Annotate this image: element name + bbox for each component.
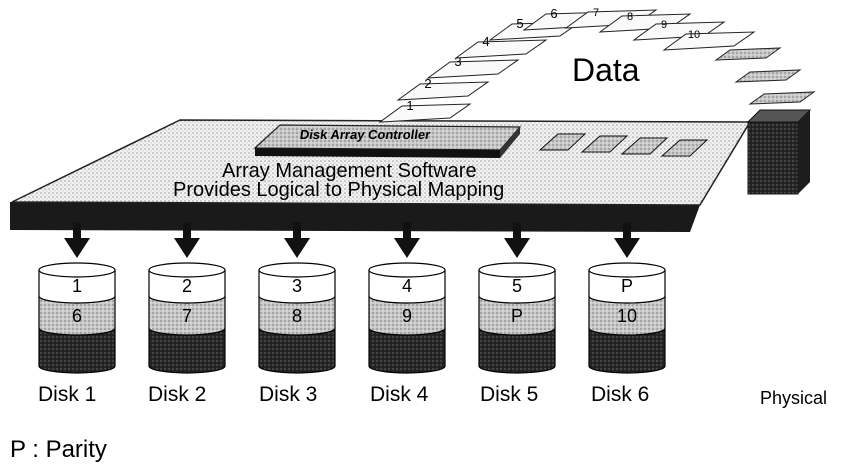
disk-1-mid-block: 6 — [72, 306, 82, 326]
data-block-number: 3 — [454, 54, 461, 69]
data-block-10: 10 — [662, 29, 756, 51]
data-page — [748, 91, 816, 105]
disk-2-label: Disk 2 — [148, 383, 207, 406]
disk-4-top-block: 4 — [402, 276, 412, 296]
disk-1: 16 — [38, 262, 116, 374]
arrow-to-disk-2 — [174, 222, 200, 258]
arrow-to-disk-1 — [64, 222, 90, 258]
data-block-number: 5 — [516, 16, 523, 31]
disk-4-mid-block: 9 — [402, 306, 412, 326]
arrow-to-disk-4 — [394, 222, 420, 258]
disk-5-top-block: 5 — [512, 276, 522, 296]
disk-2: 27 — [148, 262, 226, 374]
software-line-2: Provides Logical to Physical Mapping — [173, 179, 505, 201]
disk-2-mid-block: 7 — [182, 306, 192, 326]
data-title: Data — [572, 52, 640, 88]
controller-label: Disk Array Controller — [298, 127, 432, 142]
disk-6-top-block: P — [621, 276, 633, 296]
disk-array-controller-board — [253, 124, 522, 158]
disk-5-mid-block: P — [511, 306, 523, 326]
disk-3-label: Disk 3 — [259, 383, 318, 406]
data-block-number: 7 — [593, 7, 599, 19]
data-block-number: 9 — [661, 19, 667, 31]
disk-5-label: Disk 5 — [480, 383, 539, 406]
data-stream: 12 3 4 5 6 7 8 9 10 — [378, 6, 816, 123]
disk-5: 5P — [478, 262, 556, 374]
disk-3-mid-block: 8 — [292, 306, 302, 326]
server-box-icon — [746, 109, 812, 195]
disk-1-top-block: 1 — [72, 276, 82, 296]
software-line-1: Array Management Software — [222, 160, 477, 182]
data-block-3: 3 — [426, 54, 520, 79]
data-block-number: 6 — [550, 6, 557, 21]
physical-label: Physical — [760, 388, 828, 408]
disk-6: P 10 — [588, 262, 666, 374]
data-block-1: 1 — [378, 98, 472, 123]
data-block-number: 10 — [688, 29, 700, 41]
data-block-number: 4 — [482, 34, 489, 49]
data-block-2: 2 — [396, 76, 490, 101]
arrow-to-disk-3 — [284, 222, 310, 258]
controller-chips — [538, 133, 709, 157]
disk-6-mid-block: 10 — [617, 306, 637, 326]
arrow-to-disk-5 — [504, 222, 530, 258]
disk-3: 38 — [258, 262, 336, 374]
data-block-number: 8 — [627, 11, 633, 23]
arrow-to-disk-6 — [614, 222, 640, 258]
disk-6-label: Disk 6 — [591, 383, 650, 406]
disk-4-label: Disk 4 — [370, 383, 429, 406]
data-page — [714, 47, 782, 61]
disk-3-top-block: 3 — [292, 276, 302, 296]
disk-2-top-block: 2 — [182, 276, 192, 296]
data-block-number: 1 — [406, 98, 413, 113]
disk-1-label: Disk 1 — [38, 383, 97, 406]
parity-legend: P : Parity — [10, 436, 107, 463]
mapping-arrows — [64, 222, 640, 258]
data-block-4: 4 — [454, 34, 548, 59]
data-block-number: 2 — [424, 76, 431, 91]
disk-4: 49 — [368, 262, 446, 374]
data-page — [734, 69, 802, 83]
